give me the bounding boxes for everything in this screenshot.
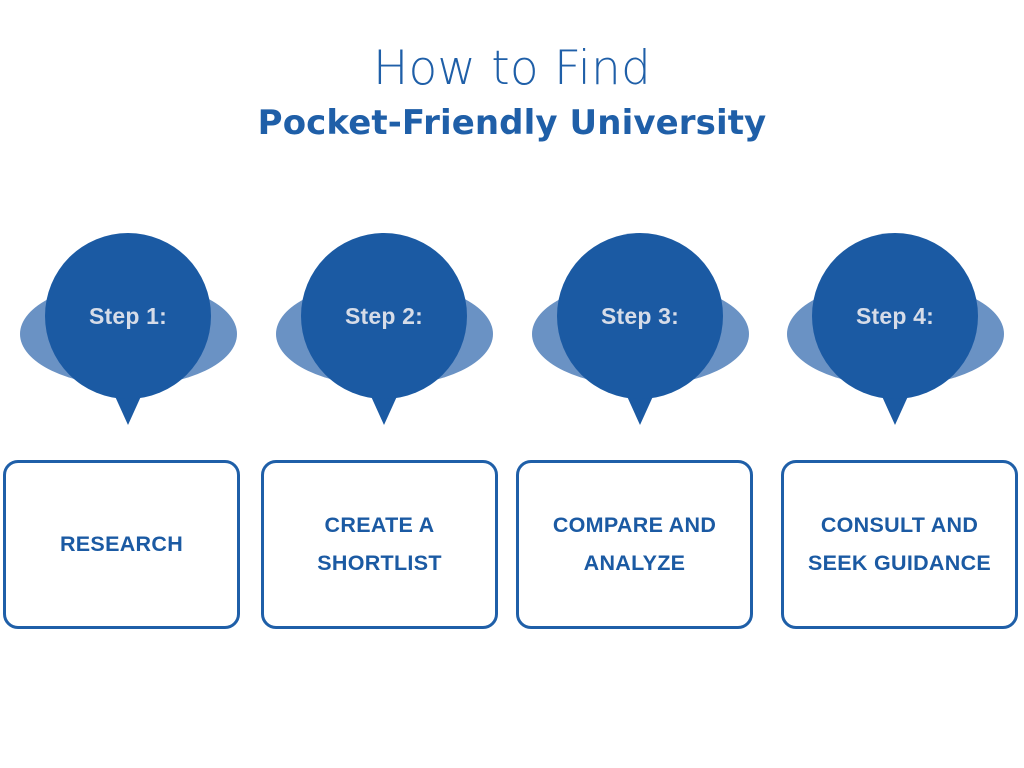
badge-circle-1: Step 1:: [45, 233, 211, 399]
step-badge-label-2: Step 2:: [344, 302, 424, 329]
step-card-1[interactable]: RESEARCH: [3, 460, 240, 629]
page-title: How to Find: [372, 41, 652, 96]
title-block: How to Find Pocket-Friendly University: [0, 41, 1024, 143]
step-card-2[interactable]: CREATE A SHORTLIST: [261, 460, 498, 629]
step-card-label-2: CREATE A SHORTLIST: [317, 512, 442, 575]
badge-circle-4: Step 4:: [812, 233, 978, 399]
step-badge-2[interactable]: Step 2:: [256, 228, 512, 433]
badge-circle-2: Step 2:: [301, 233, 467, 399]
badge-circle-3: Step 3:: [557, 233, 723, 399]
step-badges-row: Step 1: Step 2: Step 3: Step 4:: [0, 228, 1024, 433]
step-badge-label-3: Step 3:: [600, 302, 680, 329]
step-badge-3[interactable]: Step 3:: [512, 228, 768, 433]
step-card-4[interactable]: CONSULT AND SEEK GUIDANCE: [781, 460, 1018, 629]
step-card-label-3: COMPARE AND ANALYZE: [552, 512, 717, 575]
step-badge-label-1: Step 1:: [88, 302, 168, 329]
step-badge-1[interactable]: Step 1:: [0, 228, 256, 433]
step-badge-label-4: Step 4:: [855, 302, 935, 329]
step-card-label-4: CONSULT AND SEEK GUIDANCE: [807, 512, 992, 575]
step-badge-4[interactable]: Step 4:: [767, 228, 1023, 433]
step-card-label-1: RESEARCH: [59, 531, 184, 556]
step-card-3[interactable]: COMPARE AND ANALYZE: [516, 460, 753, 629]
page-subtitle: Pocket-Friendly University: [257, 102, 767, 143]
step-cards-row: RESEARCH CREATE A SHORTLIST COMPARE AND …: [0, 460, 1024, 632]
